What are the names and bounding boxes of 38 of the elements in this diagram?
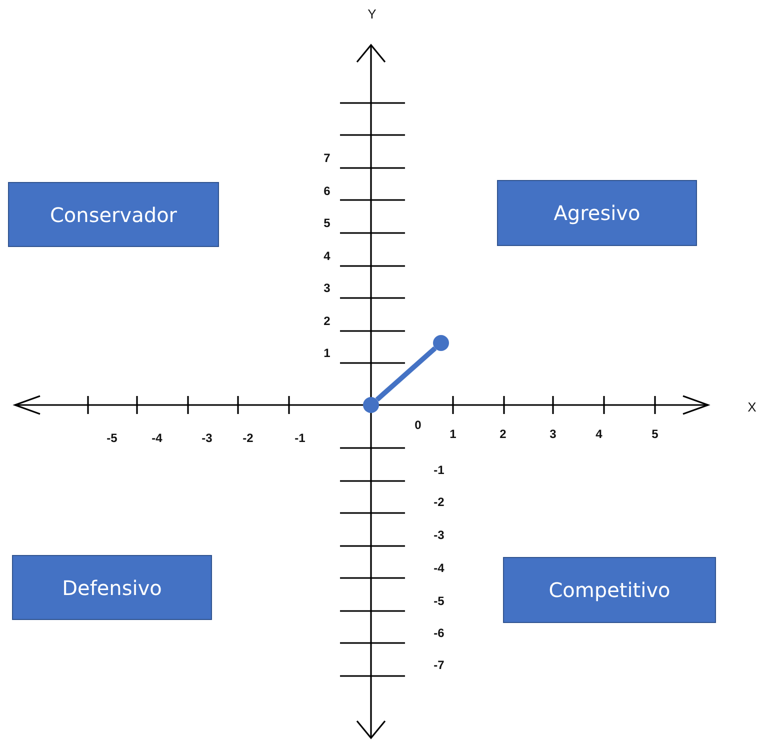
- tick-label: 1: [324, 346, 330, 360]
- tick-label: 3: [324, 281, 330, 295]
- quadrant-label: Defensivo: [62, 576, 162, 600]
- quadrant-label: Agresivo: [554, 201, 640, 225]
- tick-label: 7: [324, 151, 330, 165]
- axis-label: X: [748, 400, 756, 414]
- tick-label: -5: [434, 594, 444, 608]
- tick-label: 4: [596, 427, 602, 441]
- tick-label: -6: [434, 626, 444, 640]
- tick-label: -1: [434, 463, 444, 477]
- quadrant-label: Competitivo: [548, 578, 670, 602]
- tick-label: 1: [450, 427, 456, 441]
- quadrant-box: [503, 557, 716, 623]
- quadrant-box: [8, 182, 219, 247]
- tick-label: 5: [652, 427, 658, 441]
- tick-label: -4: [152, 431, 162, 445]
- tick-label: -3: [434, 528, 444, 542]
- axis-label: Y: [368, 6, 376, 22]
- tick-label: -7: [434, 658, 444, 672]
- tick-label: 2: [500, 427, 506, 441]
- tick-label: -2: [242, 431, 254, 445]
- quadrant-box: [12, 555, 212, 620]
- tick-label: -2: [434, 495, 444, 509]
- tick-label: -4: [434, 561, 444, 575]
- tick-label: -1: [294, 431, 306, 445]
- tick-label: -3: [202, 431, 212, 445]
- tick-label: -5: [106, 431, 118, 445]
- data-point: [363, 397, 379, 413]
- data-point: [433, 335, 449, 351]
- connector-line: [375, 346, 437, 402]
- quadrant-box: [497, 180, 697, 246]
- quadrant-label: Conservador: [50, 202, 178, 226]
- tick-label: 2: [324, 314, 330, 328]
- tick-label: 3: [550, 427, 556, 441]
- tick-label: 6: [324, 184, 330, 198]
- tick-label: 5: [324, 216, 330, 230]
- tick-label: 4: [324, 249, 330, 263]
- tick-label: 0: [414, 418, 422, 432]
